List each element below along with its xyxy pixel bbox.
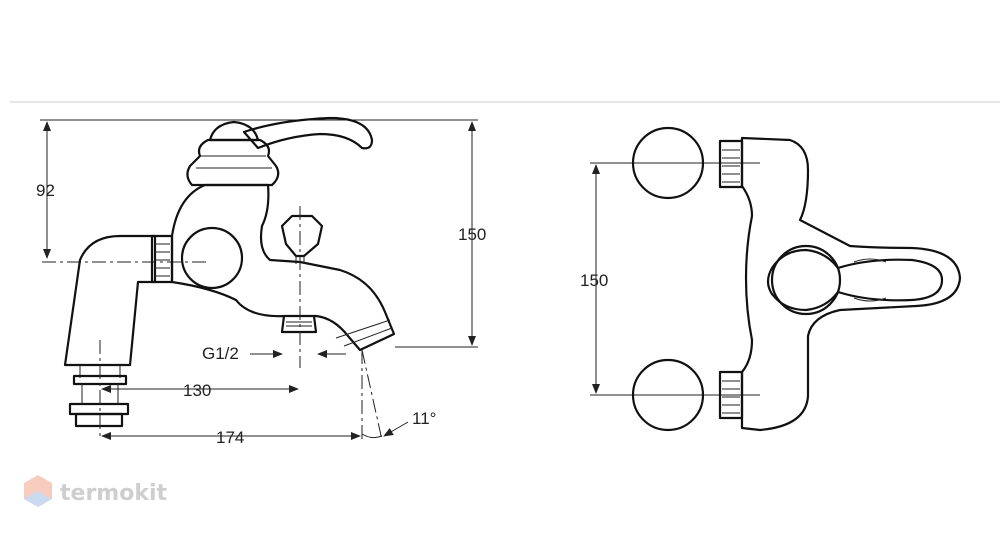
lever-ring xyxy=(853,258,887,302)
dim-150-side-label: 150 xyxy=(458,225,486,244)
dim-thread-label: G1/2 xyxy=(202,344,239,363)
front-cartridge-ring xyxy=(770,244,842,316)
logo-hex-bottom xyxy=(24,491,52,507)
dim-92-label: 92 xyxy=(36,181,55,200)
side-view: 92 150 xyxy=(36,116,486,447)
front-view: 150 xyxy=(580,126,962,432)
shower-outlet xyxy=(280,314,318,334)
spout-axis xyxy=(361,349,383,441)
lower-nut-threads xyxy=(722,380,740,414)
upper-nut-threads xyxy=(722,149,740,183)
angle-leader xyxy=(383,421,409,437)
angle-label: 11° xyxy=(412,409,436,428)
front-lever xyxy=(766,248,944,312)
cartridge-cap xyxy=(208,120,260,142)
dim-130-label: 130 xyxy=(183,381,211,400)
termokit-watermark: termokit xyxy=(24,475,167,507)
upper-eccentric-nut xyxy=(718,139,744,189)
spout-nozzle-rings xyxy=(335,319,393,347)
dim-150-front-label: 150 xyxy=(580,271,608,290)
angle-arc xyxy=(361,433,383,439)
upper-eccentric-flange xyxy=(631,126,705,200)
mixer-body xyxy=(170,183,396,352)
stud-washer xyxy=(74,412,124,428)
nut-thread-lines xyxy=(154,243,170,277)
tower-rings xyxy=(196,155,272,169)
lower-eccentric-flange xyxy=(631,358,705,432)
dim-174-label: 174 xyxy=(216,428,244,447)
stud-nut-bottom xyxy=(68,402,130,416)
diverter-stem xyxy=(295,256,305,264)
body-recess xyxy=(180,226,244,290)
outlet-thread xyxy=(286,321,312,327)
lever-handle xyxy=(242,116,374,150)
front-body xyxy=(740,136,962,432)
watermark-brand: termokit xyxy=(60,481,167,506)
diverter-knob xyxy=(280,214,324,258)
supply-pipe xyxy=(63,234,157,367)
cartridge-tower xyxy=(186,138,280,187)
